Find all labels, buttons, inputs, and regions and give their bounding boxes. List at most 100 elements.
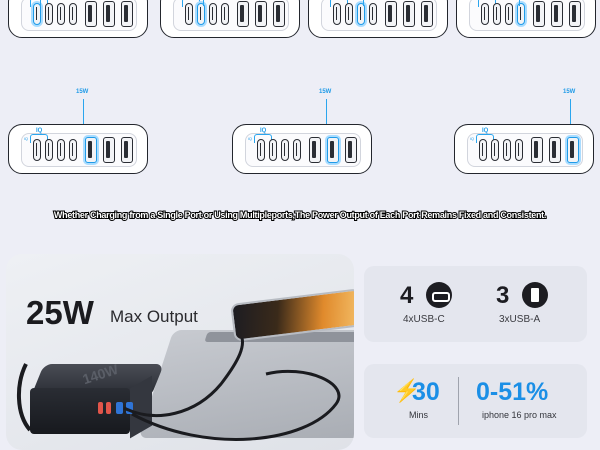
iq-small-label: iQ (24, 136, 28, 141)
usb-c-port (357, 3, 365, 25)
usb-c-port (293, 139, 301, 161)
usb-a-port (273, 1, 285, 27)
usb-c-port (33, 139, 41, 161)
usb-c-label: 4xUSB-C (403, 314, 445, 325)
usb-c-port (493, 3, 501, 25)
usb-c-port (515, 139, 523, 161)
usb-c-port (45, 139, 53, 161)
usb-a-port (85, 1, 97, 27)
charger-front (30, 388, 130, 434)
power-indicator-line (326, 99, 327, 127)
usb-c-port (69, 3, 77, 25)
port-panel-5: IQ iQ (8, 124, 148, 174)
iq-label: IQ (482, 128, 489, 134)
product-photo: 140W 25W Max Output (6, 254, 354, 450)
usb-c-port (369, 3, 377, 25)
power-indicator-line (519, 0, 520, 6)
usb-a-port (569, 1, 581, 27)
usb-c-port (197, 3, 205, 25)
usb-a-port (533, 1, 545, 27)
usb-a-port (531, 137, 543, 163)
usb-c-port (491, 139, 499, 161)
device-name: iphone 16 pro max (482, 410, 557, 420)
port-panel-inner (21, 133, 137, 167)
usb-a-port (551, 1, 563, 27)
subline: Max Output (110, 307, 198, 326)
usb-c-port (221, 3, 229, 25)
power-indicator-line (363, 0, 364, 6)
divider (458, 377, 459, 425)
usb-c-port (185, 3, 193, 25)
usb-a-port (403, 1, 415, 27)
power-indicator-line (203, 0, 204, 6)
usb-a-port (345, 137, 357, 163)
charge-percent: 0-51% (476, 378, 549, 406)
usb-c-port-icon (426, 282, 452, 308)
usb-c-port (45, 3, 53, 25)
usb-a-port-icon (522, 282, 548, 308)
usb-c-port (517, 3, 525, 25)
usb-a-port (103, 1, 115, 27)
watt-label: 15W (319, 89, 332, 95)
usb-a-port (103, 137, 115, 163)
iq-small-label: iQ (248, 136, 252, 141)
iq-small-label: iQ (470, 136, 474, 141)
charge-time-unit: Mins (409, 410, 429, 420)
usb-a-port (255, 1, 267, 27)
iq-label: IQ (260, 128, 267, 134)
charging-cable (16, 337, 341, 441)
power-indicator-line (40, 0, 41, 6)
usb-c-port (281, 139, 289, 161)
usb-a-port (421, 1, 433, 27)
port-panel-2: IQ (160, 0, 300, 38)
usb-c-port (479, 139, 487, 161)
power-indicator-line (570, 99, 571, 127)
usb-c-port (333, 3, 341, 25)
usb-a-port (385, 1, 397, 27)
usb-c-count: 4 (400, 282, 414, 309)
caption-text: Whether Charging from a Single Port or U… (53, 209, 547, 221)
watt-label: 15W (76, 89, 89, 95)
usb-c-port (269, 139, 277, 161)
port-panel-1: IQ (8, 0, 148, 38)
usb-a-port (121, 137, 133, 163)
usb-c-port (503, 139, 511, 161)
usb-c-port (209, 3, 217, 25)
usb-c-port (345, 3, 353, 25)
charging-speed-card (364, 364, 587, 438)
lightning-bolt-icon: ⚡ (393, 378, 421, 403)
port-panel-3: IQ (308, 0, 448, 38)
iq-bracket (254, 134, 272, 143)
front-usb-a-port (116, 402, 123, 414)
port-panel-4: IQ (456, 0, 596, 38)
iq-bracket (30, 134, 48, 143)
usb-a-port (121, 1, 133, 27)
front-usb-c-port (98, 402, 103, 414)
usb-a-count: 3 (496, 282, 510, 309)
usb-a-port (309, 137, 321, 163)
usb-a-port (237, 1, 249, 27)
port-count-card (364, 266, 587, 342)
power-indicator-line (83, 99, 84, 127)
charge-time: 30 (412, 378, 440, 406)
usb-c-port (33, 3, 41, 25)
usb-a-port (549, 137, 561, 163)
usb-c-port (505, 3, 513, 25)
usb-a-port (327, 137, 339, 163)
usb-a-label: 3xUSB-A (499, 314, 541, 325)
usb-c-port (57, 139, 65, 161)
iq-label: IQ (36, 128, 43, 134)
usb-a-port (85, 137, 97, 163)
watt-label: 15W (563, 89, 576, 95)
usb-c-port (69, 139, 77, 161)
port-panel-7: IQ iQ (454, 124, 594, 174)
front-usb-a-port (126, 402, 133, 414)
port-panel-6: IQ iQ (232, 124, 372, 174)
usb-c-port (481, 3, 489, 25)
usb-a-port (567, 137, 579, 163)
usb-c-port (57, 3, 65, 25)
front-usb-c-port (106, 402, 111, 414)
headline: 25W (26, 294, 94, 331)
usb-c-port (257, 139, 265, 161)
iq-bracket (476, 134, 494, 143)
